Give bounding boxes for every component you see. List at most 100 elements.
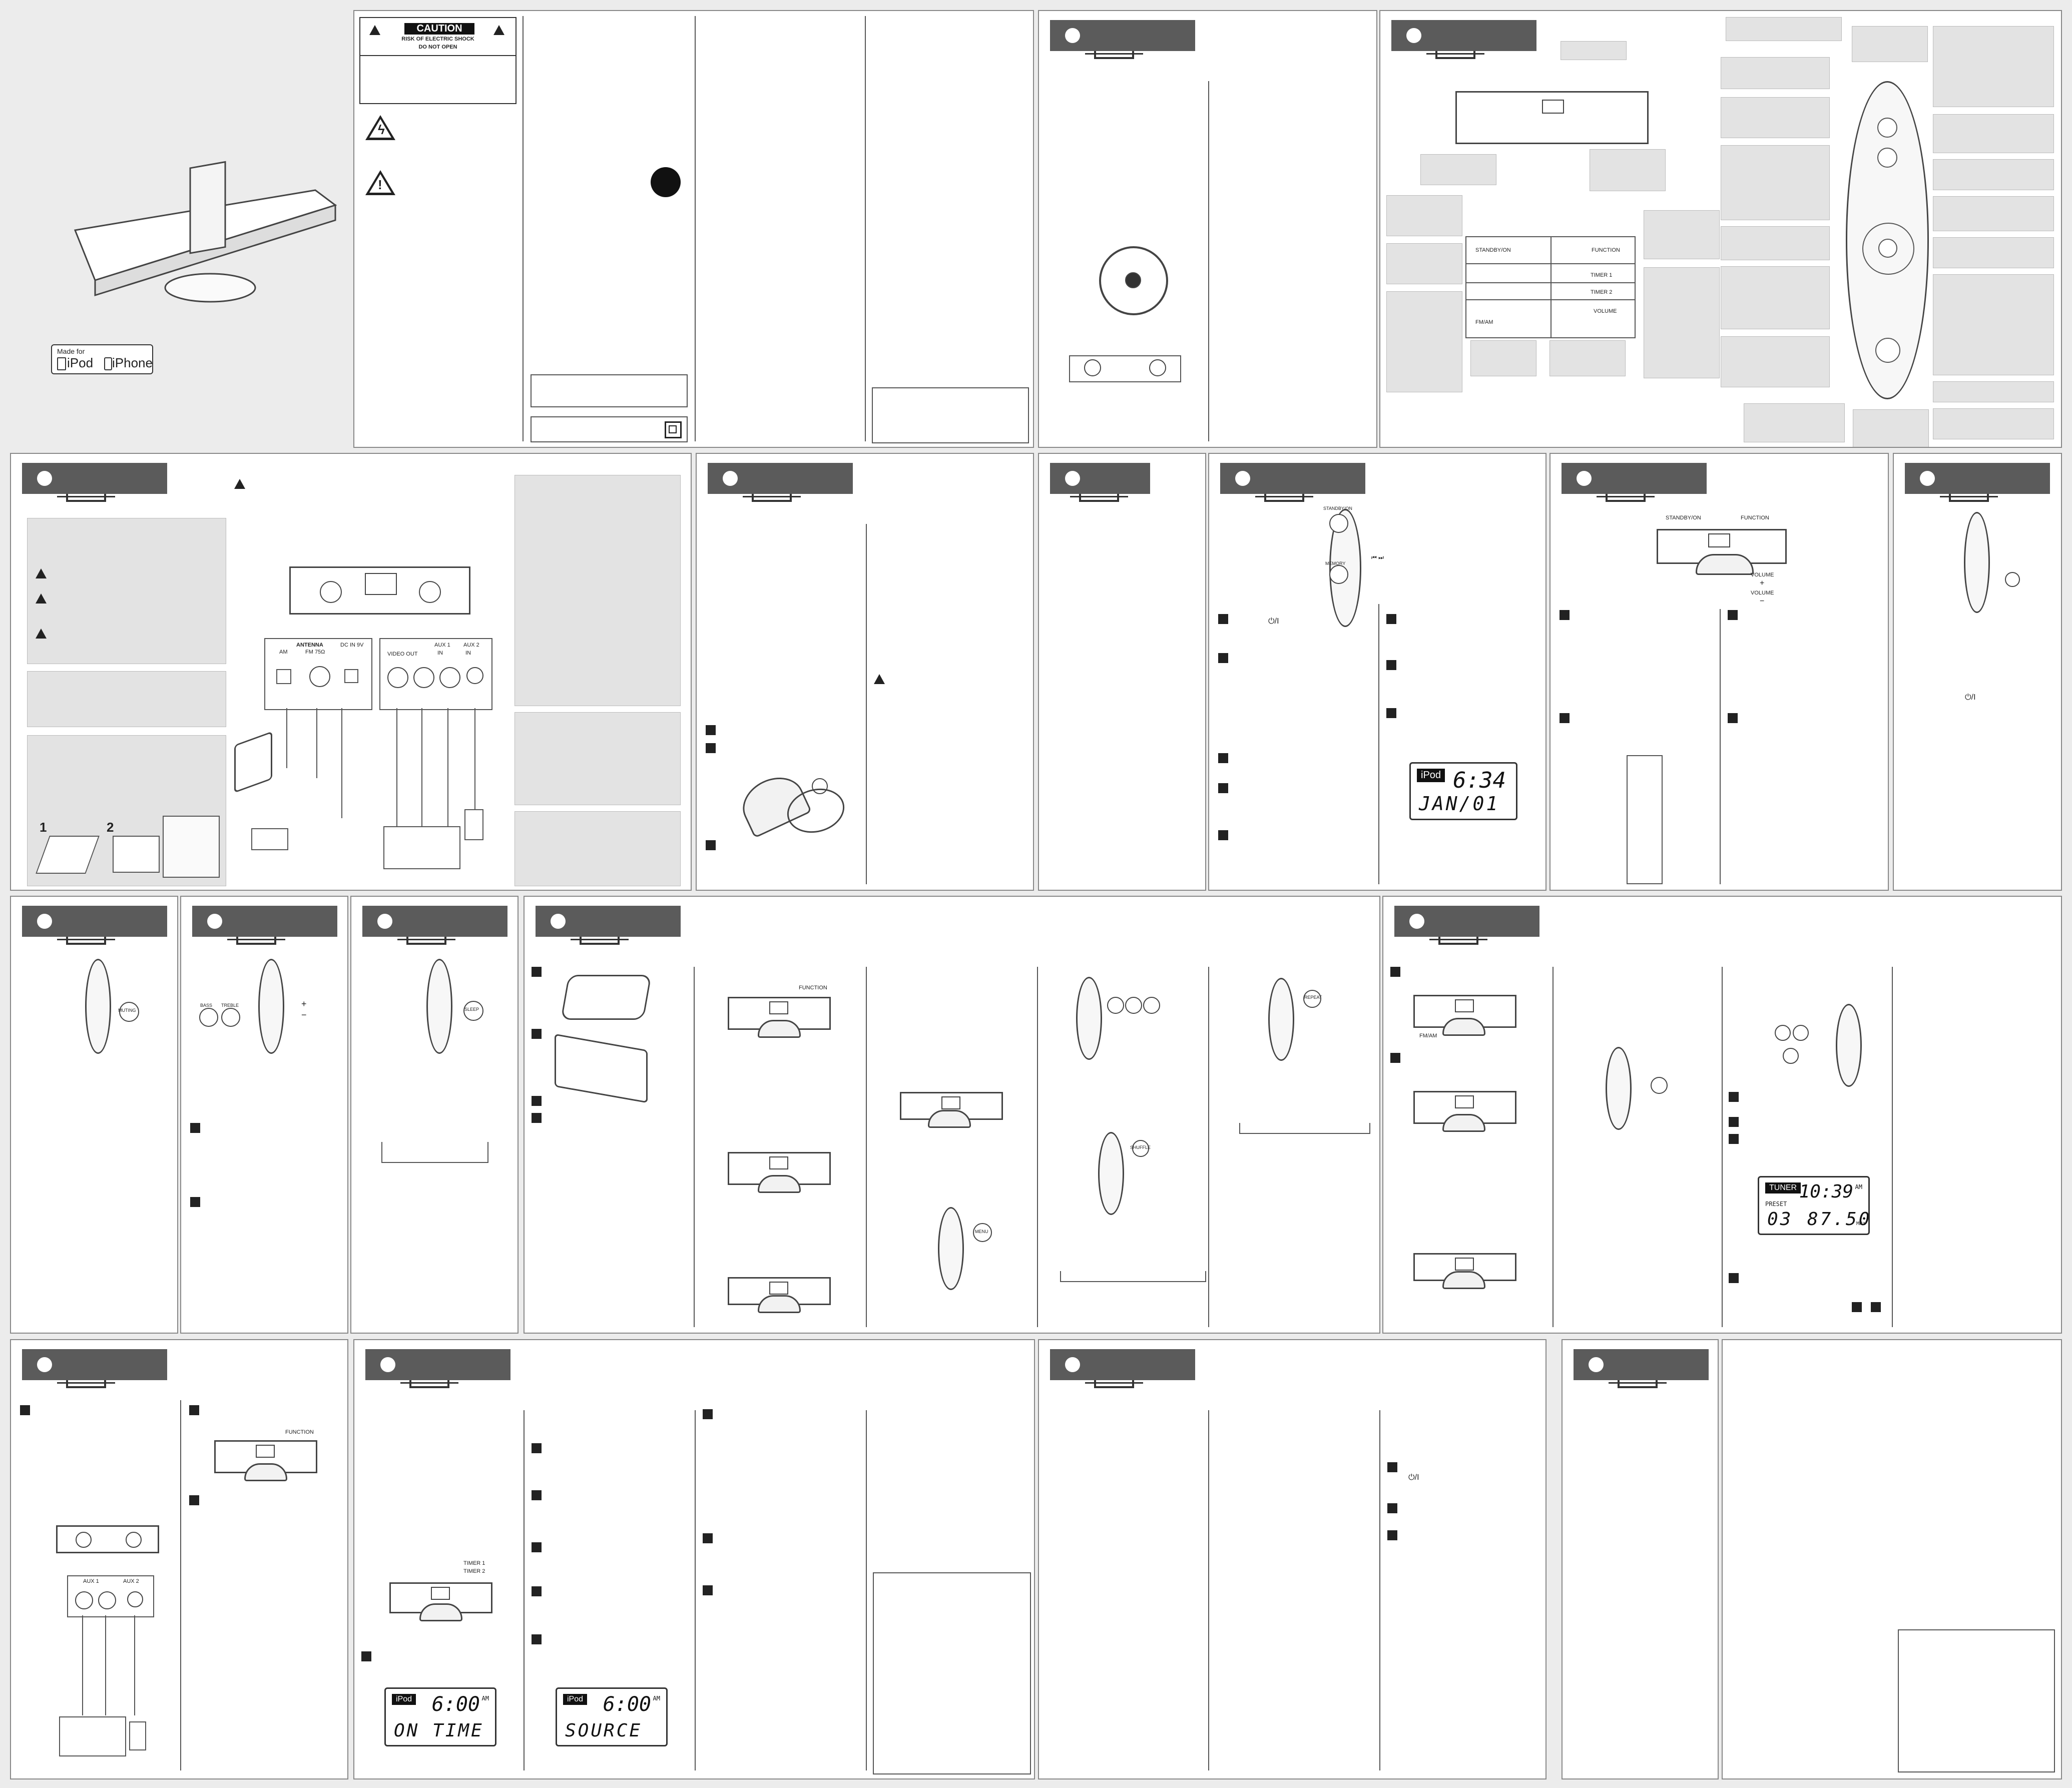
troubleshooting-panel: ⏻/I bbox=[1038, 1339, 1546, 1779]
warning-icon bbox=[36, 629, 47, 639]
aux1-right-jack[interactable] bbox=[439, 667, 460, 688]
step-marker bbox=[1871, 1302, 1881, 1312]
aux1-label: AUX 1 bbox=[83, 1578, 99, 1584]
aux1-right-jack[interactable] bbox=[98, 1591, 116, 1609]
info-box-2 bbox=[531, 416, 688, 442]
battery-insert-illustration bbox=[734, 768, 850, 839]
preset-button[interactable] bbox=[1107, 997, 1124, 1014]
display-source-tag: iPod bbox=[563, 1694, 588, 1705]
aux2-jack[interactable] bbox=[466, 667, 483, 684]
step-marker bbox=[532, 1029, 542, 1039]
am-loop-antenna-assembled bbox=[113, 836, 160, 873]
repeat-button[interactable] bbox=[1143, 997, 1160, 1014]
standby-label: STANDBY/ON bbox=[1323, 506, 1352, 511]
aux2-label: AUX 2 bbox=[123, 1578, 139, 1584]
step-marker bbox=[532, 1113, 542, 1123]
portable-player bbox=[129, 1721, 146, 1750]
menu-button[interactable] bbox=[1875, 338, 1900, 363]
step-marker bbox=[1560, 610, 1570, 620]
section-header bbox=[1050, 20, 1195, 51]
function-label: FUNCTION bbox=[1741, 515, 1769, 521]
fmam-button[interactable] bbox=[1651, 1077, 1668, 1094]
preset-down-button[interactable] bbox=[1793, 1025, 1809, 1041]
step-marker bbox=[1218, 830, 1228, 840]
note-box bbox=[27, 671, 226, 727]
tv-set bbox=[383, 826, 460, 869]
info-panel bbox=[1038, 453, 1206, 891]
step-marker bbox=[1218, 614, 1228, 624]
function-button[interactable] bbox=[1877, 148, 1897, 168]
fmam-label: FM/AM bbox=[1475, 319, 1493, 325]
treble-button[interactable] bbox=[221, 1008, 240, 1027]
section-header bbox=[1220, 463, 1365, 494]
step-marker bbox=[706, 725, 716, 735]
display-preset-number: 03 bbox=[1767, 1209, 1793, 1230]
video-out-label: VIDEO OUT bbox=[387, 651, 418, 657]
preset-up-button[interactable] bbox=[1775, 1025, 1791, 1041]
clock-panel: STANDBY/ON MEMORY ⏮ ⏭ ⏻/I iPod 6:34 JAN/… bbox=[1208, 453, 1546, 891]
connections-panel: 1 2 ANTENNA AM FM 75Ω DC IN 9V VIDEO OUT… bbox=[10, 453, 692, 891]
section-header bbox=[22, 463, 167, 494]
ipod-icon bbox=[57, 357, 66, 370]
callout-box bbox=[1933, 408, 2054, 439]
badge-iphone-text: iPhone bbox=[112, 355, 153, 370]
precautions-panel bbox=[1038, 10, 1377, 448]
antenna-box: 1 2 bbox=[27, 735, 226, 886]
dc-in-jack[interactable] bbox=[344, 669, 358, 683]
video-out-jack[interactable] bbox=[387, 667, 408, 688]
memory-button[interactable] bbox=[1783, 1048, 1799, 1064]
remote-control bbox=[1606, 1047, 1632, 1130]
section-header bbox=[192, 906, 337, 937]
hand-disc-illustration bbox=[1079, 241, 1179, 321]
disposal-icon bbox=[651, 167, 681, 197]
operation-panel: STANDBY/ON FUNCTION VOLUME + VOLUME − bbox=[1549, 453, 1889, 891]
repeat-button[interactable] bbox=[1303, 990, 1321, 1008]
function-label: FUNCTION bbox=[1592, 247, 1620, 253]
av-panel: VIDEO OUT AUX 1 IN AUX 2 IN bbox=[379, 638, 492, 710]
step-marker bbox=[703, 1409, 713, 1419]
warning-icon bbox=[874, 674, 885, 684]
device-stand bbox=[1696, 554, 1754, 575]
step-marker bbox=[1560, 713, 1570, 723]
remote-control bbox=[938, 1207, 964, 1290]
memory-button[interactable] bbox=[1329, 565, 1348, 584]
callout-box bbox=[1386, 195, 1462, 236]
navigation-ring[interactable] bbox=[1862, 223, 1914, 275]
section-header bbox=[708, 463, 853, 494]
standby-button[interactable] bbox=[1329, 514, 1348, 533]
timer2-label: TIMER 2 bbox=[1591, 289, 1613, 295]
sleep-button[interactable] bbox=[463, 1001, 483, 1021]
aux2-jack[interactable] bbox=[127, 1591, 143, 1607]
bass-button[interactable] bbox=[199, 1008, 218, 1027]
mute-button[interactable] bbox=[119, 1002, 139, 1022]
callout-box bbox=[1852, 26, 1928, 62]
function-label: FUNCTION bbox=[799, 985, 827, 991]
step-marker bbox=[189, 1495, 199, 1505]
menu-button[interactable] bbox=[973, 1223, 992, 1242]
radio-panel: FM/AM TUNER 10:39 AM PRESET 03 87.50 MHz bbox=[1382, 896, 2062, 1334]
fm-terminal[interactable] bbox=[309, 666, 330, 687]
section-header bbox=[365, 1349, 510, 1380]
play-pause-button[interactable] bbox=[1878, 239, 1897, 258]
standby-button[interactable] bbox=[1877, 118, 1897, 138]
aux1-left-jack[interactable] bbox=[75, 1591, 93, 1609]
standby-button[interactable] bbox=[2005, 572, 2020, 587]
display-source-tag: TUNER bbox=[1765, 1182, 1801, 1194]
sequence-diagram bbox=[1060, 1271, 1206, 1282]
shuffle-button[interactable] bbox=[1132, 1140, 1149, 1157]
display-mode: ON TIME bbox=[394, 1720, 484, 1741]
dock-adapter-illustration bbox=[561, 975, 652, 1020]
am-terminal[interactable] bbox=[276, 669, 291, 684]
callout-box bbox=[1644, 267, 1720, 378]
preset-down-button[interactable] bbox=[1125, 997, 1142, 1014]
step-marker bbox=[1729, 1092, 1739, 1102]
step-marker bbox=[189, 1405, 199, 1415]
step-marker bbox=[361, 1651, 371, 1661]
device-rear bbox=[289, 566, 470, 615]
remote-control bbox=[1836, 1004, 1862, 1087]
battery-illustration bbox=[1069, 350, 1181, 395]
step-marker bbox=[1729, 1134, 1739, 1144]
am-loop-antenna bbox=[36, 836, 100, 874]
display-unit: MHz bbox=[1856, 1221, 1865, 1227]
aux1-left-jack[interactable] bbox=[413, 667, 434, 688]
